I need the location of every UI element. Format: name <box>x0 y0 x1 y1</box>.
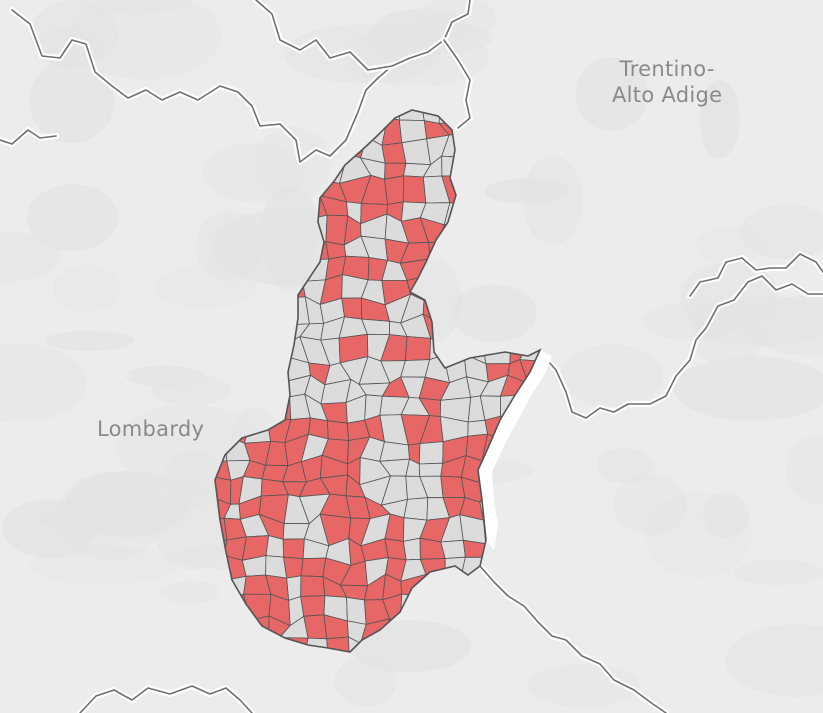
terrain-patch <box>202 143 306 203</box>
municipality-highlighted[interactable] <box>341 297 363 320</box>
terrain-patch <box>696 227 766 265</box>
border-north-east <box>689 253 823 297</box>
terrain-patch <box>159 580 220 604</box>
terrain-patch <box>44 330 135 352</box>
terrain-patch <box>26 184 119 252</box>
municipality-highlighted[interactable] <box>384 538 407 561</box>
region-label-trentino: Trentino- Alto Adige <box>612 56 722 108</box>
municipality-highlighted[interactable] <box>300 575 326 597</box>
municipality[interactable] <box>402 537 421 561</box>
municipality[interactable] <box>400 359 431 378</box>
terrain-patch <box>0 343 88 423</box>
municipality[interactable] <box>403 497 429 521</box>
terrain-patch <box>613 474 687 536</box>
municipality-highlighted[interactable] <box>326 420 350 441</box>
municipality[interactable] <box>418 441 444 465</box>
municipality[interactable] <box>467 419 489 437</box>
municipality-highlighted[interactable] <box>404 336 432 362</box>
municipality-highlighted[interactable] <box>300 595 326 617</box>
region-label-trentino-line2: Alto Adige <box>612 83 723 107</box>
terrain-patch <box>254 126 331 202</box>
municipality[interactable] <box>440 539 466 559</box>
border-east <box>539 275 823 419</box>
terrain-patch <box>52 265 120 313</box>
border-north <box>255 0 471 71</box>
terrain-patch <box>739 204 823 260</box>
terrain-patch <box>575 57 648 131</box>
municipality-highlighted[interactable] <box>303 614 328 640</box>
terrain-patch <box>33 508 176 531</box>
terrain-patch <box>125 365 204 388</box>
province-outline <box>214 109 542 653</box>
terrain-patch <box>451 284 537 343</box>
border-south-east <box>479 565 667 713</box>
region-label-lombardy: Lombardy <box>97 417 205 441</box>
municipality-highlighted[interactable] <box>282 538 305 560</box>
terrain-patch <box>28 58 115 144</box>
terrain-patch <box>710 389 762 421</box>
terrain-patch <box>733 559 823 586</box>
terrain-patch <box>349 620 472 673</box>
terrain-patch <box>689 295 823 347</box>
municipality[interactable] <box>418 462 444 477</box>
terrain-patch <box>699 79 740 159</box>
terrain-patch <box>29 0 119 68</box>
terrain-patch <box>786 436 823 504</box>
municipality-highlighted[interactable] <box>384 175 404 205</box>
municipality[interactable] <box>265 535 284 558</box>
terrain-patch <box>78 0 193 14</box>
border-south <box>79 685 253 713</box>
terrain-patch <box>703 491 750 538</box>
terrain-patch <box>153 485 230 570</box>
border-north-drop <box>443 39 471 129</box>
municipality[interactable] <box>346 596 367 625</box>
municipality[interactable] <box>401 138 432 166</box>
terrain-patch <box>560 344 664 408</box>
municipality-highlighted[interactable] <box>326 636 350 660</box>
border-west <box>0 129 57 145</box>
terrain-patch <box>725 624 823 697</box>
municipality-highlighted[interactable] <box>300 557 327 578</box>
municipality-highlighted[interactable] <box>402 175 427 204</box>
terrain-patch <box>55 472 166 560</box>
municipality-highlighted[interactable] <box>283 556 304 579</box>
terrain-patch <box>484 178 568 204</box>
municipality[interactable] <box>379 441 410 462</box>
terrain-patch <box>596 447 653 484</box>
region-label-trentino-line1: Trentino- <box>619 57 715 81</box>
terrain-patch <box>644 493 753 578</box>
border-north-west <box>11 9 393 163</box>
